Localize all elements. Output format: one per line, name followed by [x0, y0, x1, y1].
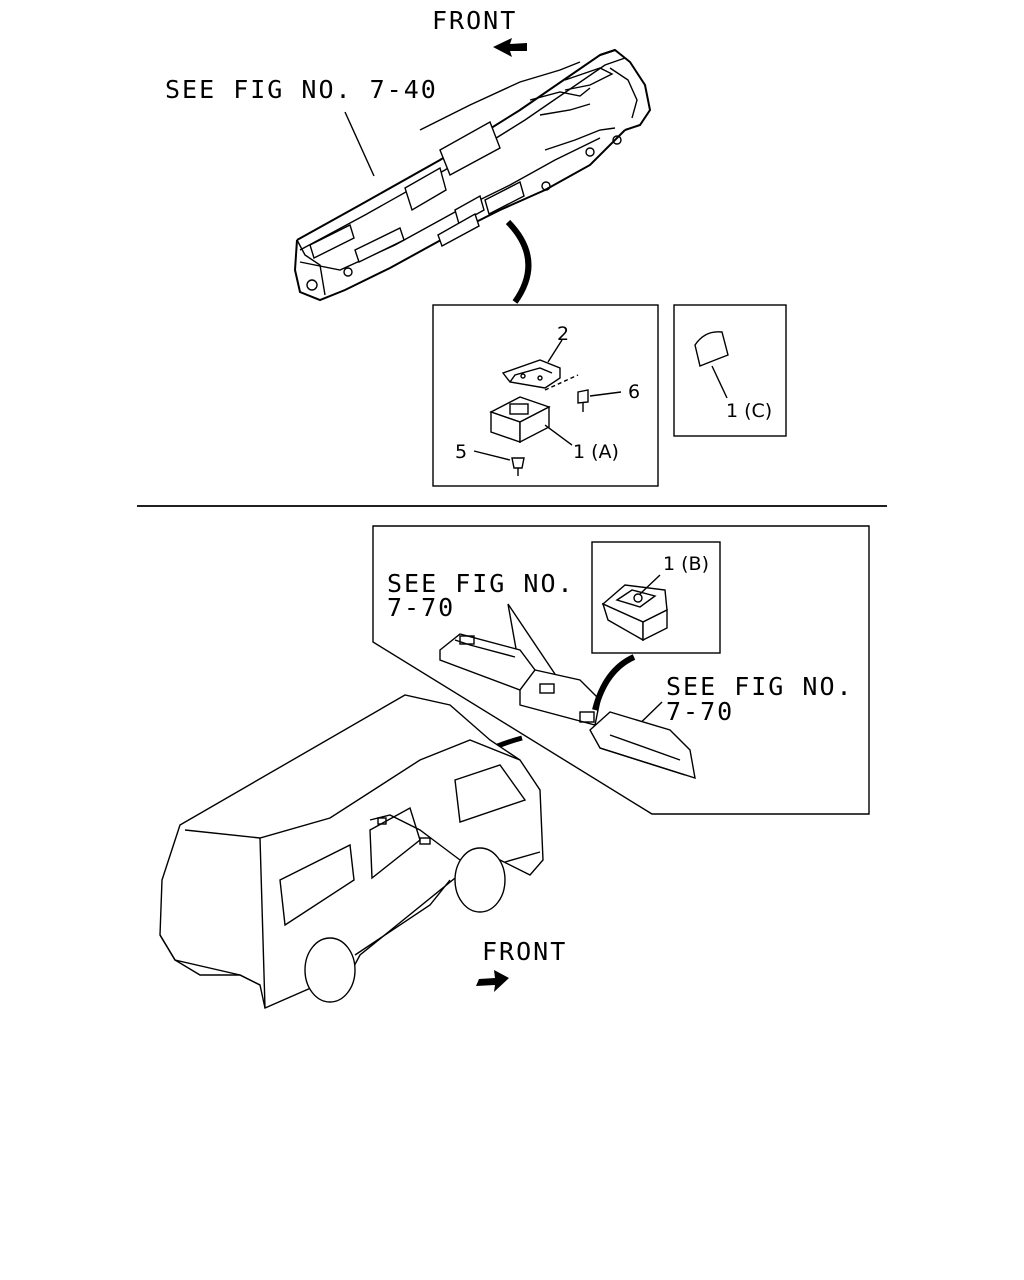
see-fig-770-left-line1: SEE FIG NO. [387, 569, 575, 598]
van-drawing [159, 694, 544, 1009]
see-fig-770-left-leader-2 [507, 603, 564, 687]
front-arrow-top-icon [493, 38, 527, 57]
front-label-bottom: FRONT [482, 937, 567, 966]
see-fig-770-right-line2: 7-70 [666, 697, 734, 726]
front-label-top: FRONT [432, 6, 517, 35]
screw-part-5 [473, 450, 525, 476]
part-1c-label: 1 (C) [726, 400, 772, 422]
bracket-part-2 [501, 339, 579, 391]
switch-part-1b [601, 574, 668, 642]
detail-box-a [432, 304, 659, 487]
overhead-console-frame [372, 525, 870, 815]
part-1b-label: 1 (B) [663, 553, 709, 575]
see-fig-770-right-line1: SEE FIG NO. [666, 672, 854, 701]
switch-part-1a [489, 396, 573, 446]
part-1a-label: 1 (A) [573, 441, 619, 463]
screw-part-6 [577, 389, 622, 412]
part-6-label: 6 [628, 381, 640, 403]
part-5-label: 5 [455, 441, 467, 463]
front-arrow-bottom-icon [476, 970, 509, 992]
detail-box-c [673, 304, 787, 437]
see-fig-770-left-line2: 7-70 [387, 593, 455, 622]
instrument-panel-drawing [293, 48, 652, 302]
detail-pointer-b [592, 654, 636, 711]
part-2-label: 2 [557, 323, 569, 345]
detail-pointer-top [505, 219, 532, 304]
cap-part-1c [694, 331, 729, 399]
see-fig-740-label: SEE FIG NO. 7-40 [165, 75, 438, 104]
see-fig-740-leader [344, 111, 375, 177]
overhead-console-rails [439, 633, 696, 780]
